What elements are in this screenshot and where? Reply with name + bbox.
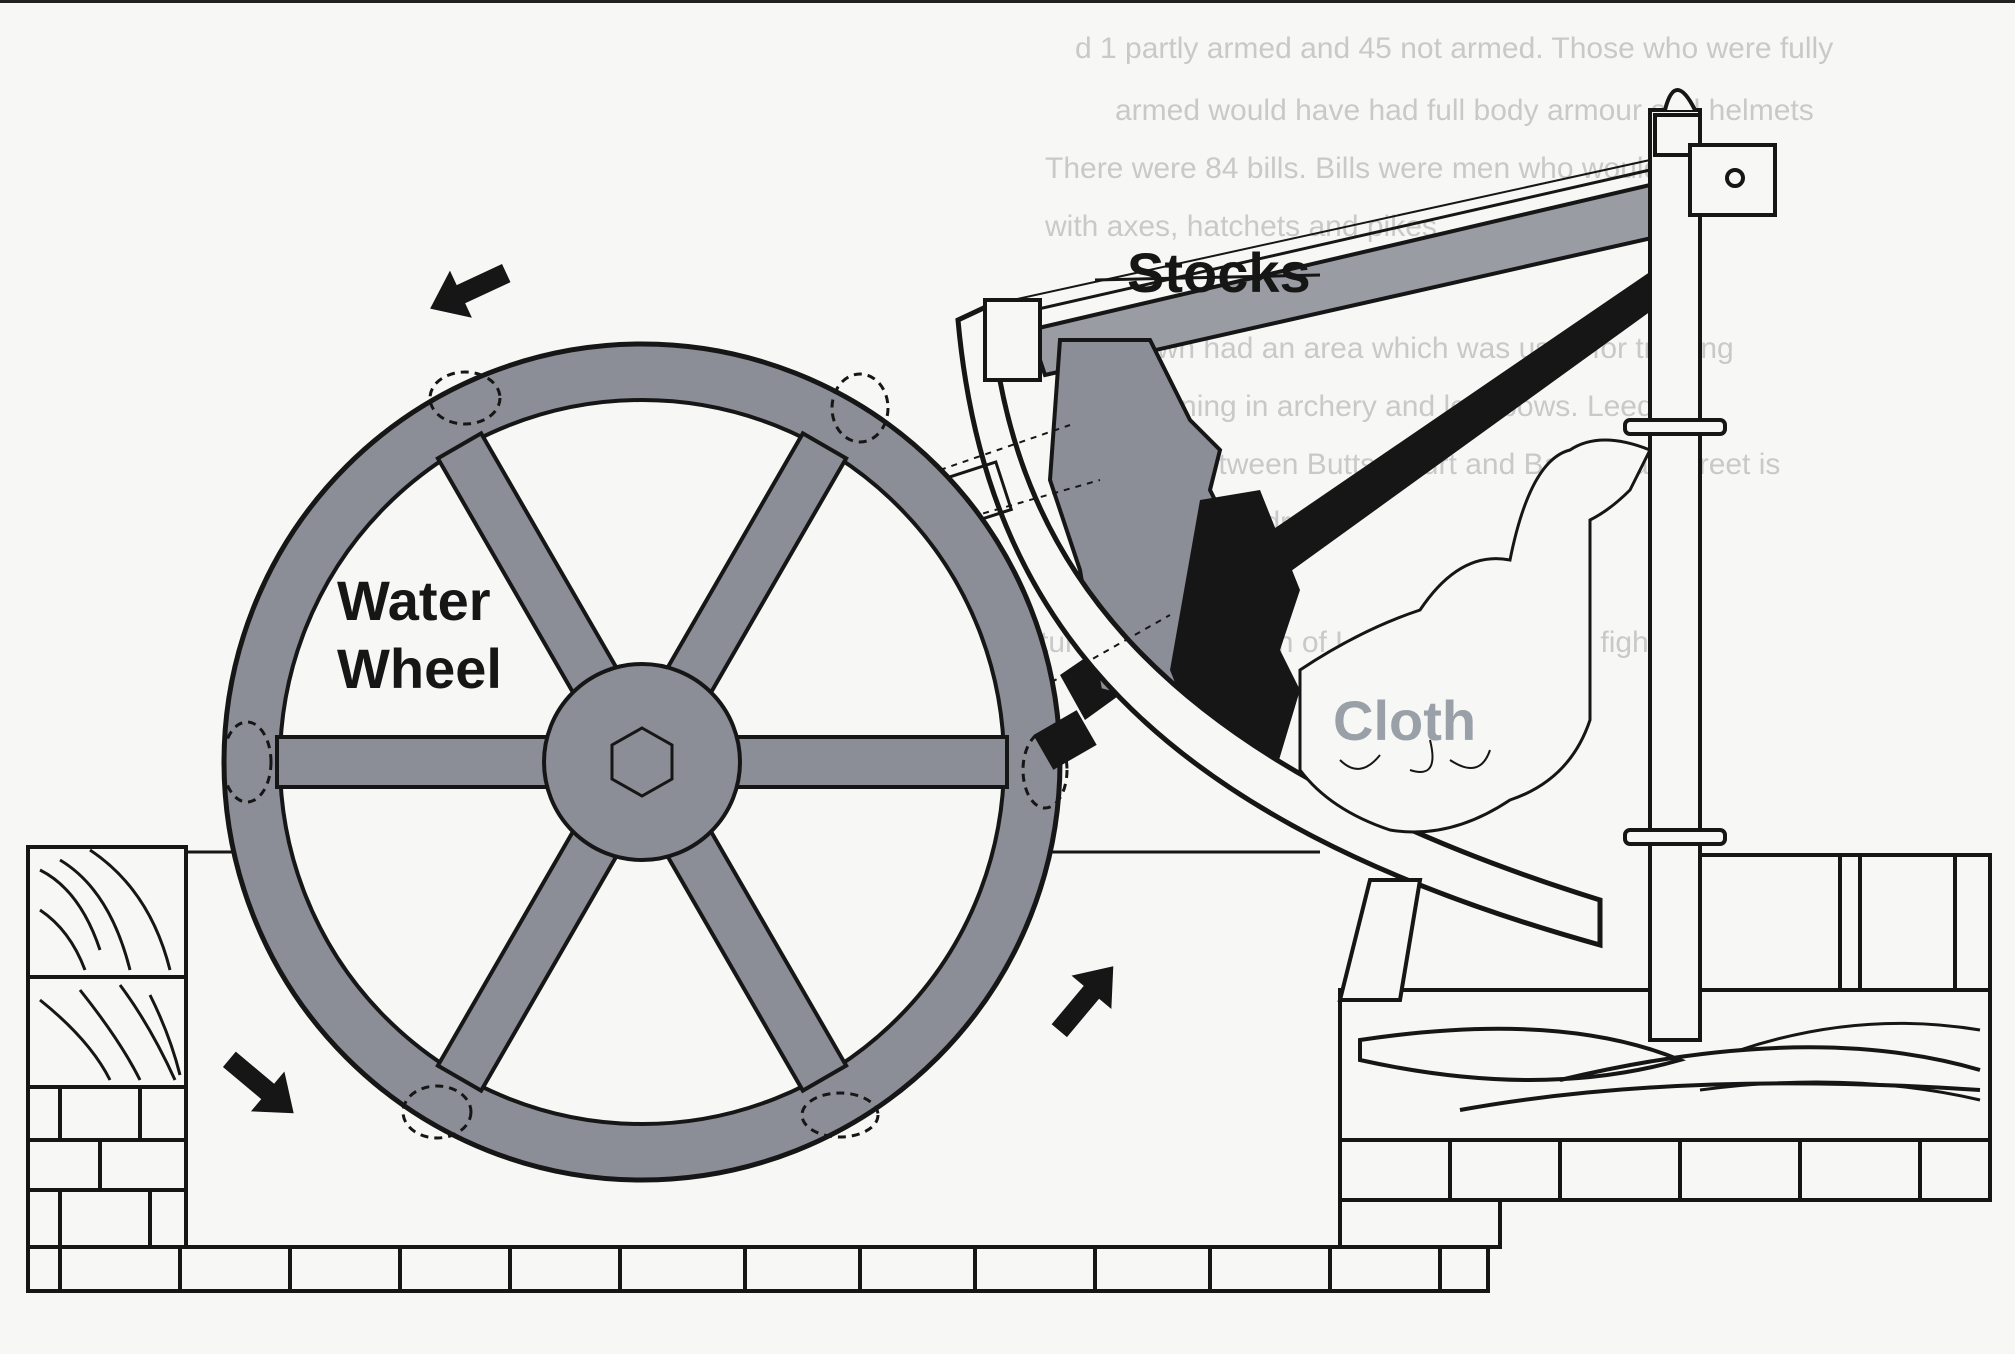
- curved-trough: [955, 301, 1603, 949]
- left-brick-column: [26, 1085, 188, 1249]
- bleed-text-line-4: with axes, hatchets and pikes.: [1044, 210, 1445, 243]
- left-timber-post: [26, 845, 188, 1089]
- wheel-paddles: [221, 370, 1069, 1140]
- direction-arrow-icon: [430, 264, 511, 318]
- stock-rod: [989, 168, 1651, 322]
- bleed-text-line-3: There were 84 bills. Bills were men who …: [1045, 152, 1726, 185]
- bleed-text-line-6: for training in archery and longbows. Le…: [1095, 390, 1689, 423]
- label-wheel: Wheel: [337, 637, 502, 700]
- right-brick-course: [1338, 1138, 1992, 1202]
- direction-arrow-icon: [222, 1051, 294, 1114]
- hub-nut: [610, 726, 674, 798]
- label-leader-line: [1094, 273, 1321, 282]
- label-stocks: Stocks: [1127, 241, 1311, 304]
- bottom-brick-course: [26, 1245, 1490, 1293]
- bleed-text-line-2: armed would have had full body armour an…: [1115, 94, 1814, 127]
- top-border: [0, 0, 2015, 3]
- right-step: [1338, 1198, 1502, 1249]
- right-back-wall: [1698, 853, 1992, 992]
- cloth-bundle: [1298, 438, 1653, 834]
- base-platform: [26, 845, 1992, 1293]
- water-wheel: [221, 341, 1097, 1183]
- direction-arrow-icon: [1051, 966, 1114, 1038]
- label-cloth: Cloth: [1333, 689, 1476, 752]
- vertical-post: [1623, 88, 1777, 1042]
- trough-cap: [983, 298, 1042, 382]
- support-leg: [1337, 878, 1423, 1002]
- label-water: Water: [337, 569, 491, 632]
- flow-arrows: [222, 264, 1114, 1114]
- bleed-text-line-1: d 1 partly armed and 45 not armed. Those…: [1075, 32, 1833, 65]
